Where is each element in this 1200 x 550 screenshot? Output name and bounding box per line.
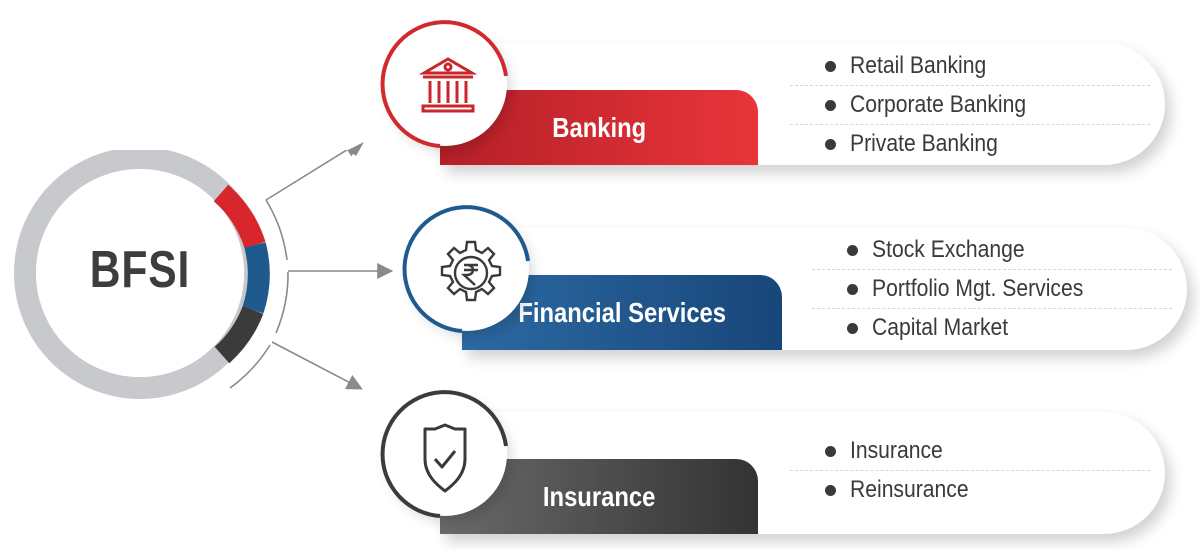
bullet-icon [825, 445, 836, 457]
hub-segment-banking [213, 184, 266, 249]
icon-circle-banking [383, 22, 507, 146]
shield-check-icon [423, 423, 467, 493]
badge-banking-label: Banking [552, 111, 646, 143]
list-item: Capital Market [812, 309, 1172, 347]
bullet-icon [825, 138, 836, 150]
bullet-icon [847, 283, 858, 295]
list-banking: Retail Banking Corporate Banking Private… [790, 47, 1150, 163]
bullet-icon [825, 484, 836, 496]
hub-graphic [14, 150, 394, 399]
list-financial-services: Stock Exchange Portfolio Mgt. Services C… [812, 231, 1172, 347]
hub-segment-insurance [214, 305, 264, 364]
hub-segment-financial [242, 242, 270, 314]
list-item: Portfolio Mgt. Services [812, 270, 1172, 309]
list-item: Insurance [790, 432, 1150, 471]
bullet-icon [847, 322, 858, 334]
list-item: Retail Banking [790, 47, 1150, 86]
ring-banking [380, 20, 508, 148]
badge-insurance-label: Insurance [542, 480, 656, 512]
hub-title: BFSI [89, 241, 191, 299]
rupee-gear-icon [440, 240, 502, 302]
badge-financial-services-label: Financial Services [518, 296, 726, 328]
bank-building-icon [418, 57, 478, 113]
ring-insurance [380, 390, 508, 518]
bullet-icon [825, 99, 836, 111]
ring-financial-services [402, 205, 530, 333]
list-item: Corporate Banking [790, 86, 1150, 125]
bullet-icon [847, 244, 858, 256]
list-item: Stock Exchange [812, 231, 1172, 270]
badge-financial-services: Financial Services [462, 275, 782, 350]
list-item: Private Banking [790, 125, 1150, 163]
badge-banking: Banking [440, 90, 758, 165]
bullet-icon [825, 60, 836, 72]
icon-circle-insurance [383, 392, 507, 516]
list-insurance: Insurance Reinsurance [790, 432, 1150, 509]
arrow-head-banking [348, 142, 364, 156]
list-item: Reinsurance [790, 471, 1150, 509]
